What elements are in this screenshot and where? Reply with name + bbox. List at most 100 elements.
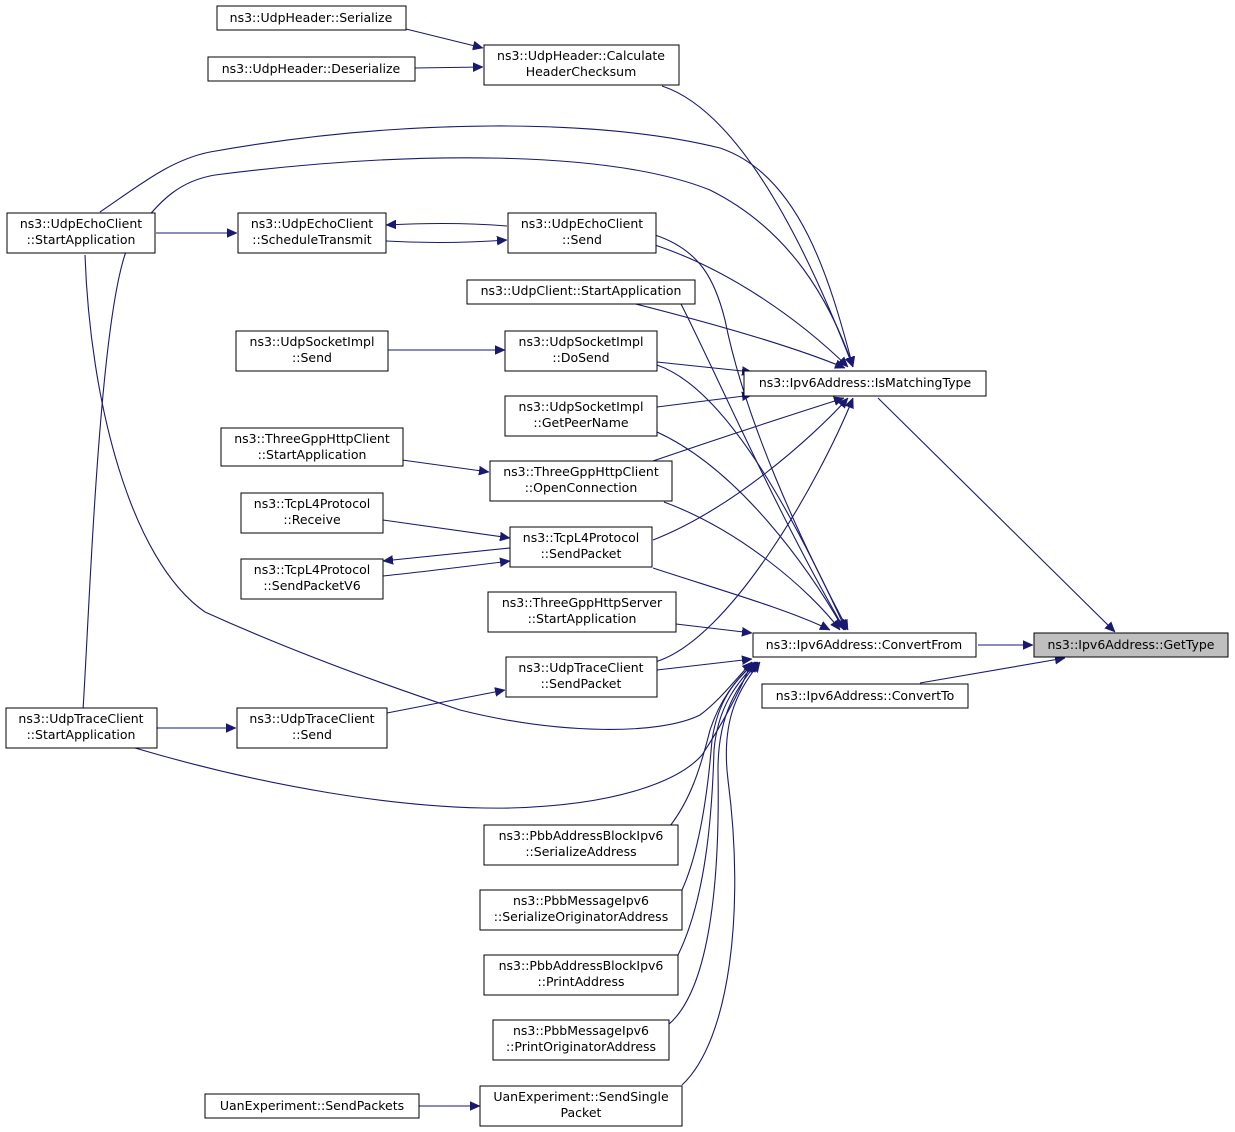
edge-pbbmsgprint-convertfrom	[667, 662, 759, 1026]
node-label: ::PrintOriginatorAddress	[506, 1039, 656, 1054]
node-label: ::SerializeAddress	[525, 844, 636, 859]
edge-tracestart-ismatching	[82, 157, 853, 711]
node-label: ns3::Ipv6Address::GetType	[1048, 637, 1215, 652]
node-label: ns3::ThreeGppHttpServer	[502, 595, 663, 610]
node-label: ::SendPacketV6	[263, 578, 360, 593]
node-label: ns3::TcpL4Protocol	[254, 496, 370, 511]
node-label: ns3::UdpSocketImpl	[250, 334, 375, 349]
node-label: ns3::PbbMessageIpv6	[513, 893, 649, 908]
edge-tracestart-convertfrom	[134, 662, 753, 809]
node-tcp-send-packet[interactable]: ns3::TcpL4Protocol ::SendPacket	[509, 526, 653, 568]
node-label: ns3::UdpEchoClient	[20, 216, 142, 231]
node-label: ::Send	[292, 350, 332, 365]
edge-pbbblockser-convertfrom	[669, 661, 755, 827]
node-udp-socket-impl-peername[interactable]: ns3::UdpSocketImpl ::GetPeerName	[504, 395, 658, 437]
node-udp-header-deserialize[interactable]: ns3::UdpHeader::Deserialize	[207, 56, 416, 82]
node-label: ns3::PbbAddressBlockIpv6	[499, 828, 664, 843]
edge-echosend-echosched	[386, 224, 508, 226]
edge-ismatching-gettype	[877, 397, 1115, 632]
node-udp-client-start[interactable]: ns3::UdpClient::StartApplication	[466, 279, 696, 305]
node-label: ns3::UdpTraceClient	[18, 711, 143, 726]
edge-udpser-udpcalc	[405, 28, 483, 48]
node-udp-socket-impl-send[interactable]: ns3::UdpSocketImpl ::Send	[235, 330, 389, 372]
node-label: ::ScheduleTransmit	[252, 232, 372, 247]
node-udp-socket-impl-dosend[interactable]: ns3::UdpSocketImpl ::DoSend	[504, 330, 658, 372]
node-label: ns3::UdpSocketImpl	[519, 334, 644, 349]
node-pbb-message-print[interactable]: ns3::PbbMessageIpv6 ::PrintOriginatorAdd…	[492, 1019, 670, 1061]
node-http-server-start[interactable]: ns3::ThreeGppHttpServer ::StartApplicati…	[487, 591, 677, 633]
node-label: ns3::ThreeGppHttpClient	[503, 464, 659, 479]
node-label: ns3::UdpEchoClient	[521, 216, 643, 231]
node-http-client-open[interactable]: ns3::ThreeGppHttpClient ::OpenConnection	[489, 460, 673, 502]
edge-echostart-convertfrom	[84, 254, 752, 730]
node-label: Packet	[561, 1105, 602, 1120]
node-tcp-receive[interactable]: ns3::TcpL4Protocol ::Receive	[240, 492, 384, 534]
node-udp-header-serialize[interactable]: ns3::UdpHeader::Serialize	[216, 5, 407, 31]
edge-dosend-convertfrom	[656, 364, 847, 630]
node-get-type[interactable]: ns3::Ipv6Address::GetType	[1033, 632, 1229, 658]
node-tcp-send-packet-v6[interactable]: ns3::TcpL4Protocol ::SendPacketV6	[240, 558, 384, 600]
node-label: ns3::TcpL4Protocol	[254, 562, 370, 577]
node-label: ns3::PbbAddressBlockIpv6	[499, 958, 664, 973]
node-label: ns3::Ipv6Address::IsMatchingType	[759, 375, 972, 390]
nodes: ns3::Ipv6Address::GetType ns3::Ipv6Addre…	[5, 5, 1229, 1127]
node-label: ns3::UdpTraceClient	[249, 711, 374, 726]
edge-uansendsingle-convertfrom	[681, 662, 761, 1086]
node-label: ns3::Ipv6Address::ConvertFrom	[766, 637, 962, 652]
edge-udpclient-convertfrom	[679, 301, 846, 630]
edge-httpserver-convertfrom	[675, 623, 752, 633]
node-udp-trace-client-start[interactable]: ns3::UdpTraceClient ::StartApplication	[5, 707, 158, 749]
edge-tracesendpkt-ismatching	[654, 398, 853, 663]
node-udp-echo-client-schedule[interactable]: ns3::UdpEchoClient ::ScheduleTransmit	[237, 212, 387, 254]
edge-convertto-gettype	[919, 658, 1065, 684]
node-udp-echo-client-send[interactable]: ns3::UdpEchoClient ::Send	[507, 212, 657, 254]
edge-peername-convertfrom	[656, 431, 845, 630]
edge-httpclientstart-open	[401, 459, 489, 472]
node-pbb-message-serialize[interactable]: ns3::PbbMessageIpv6 ::SerializeOriginato…	[479, 889, 683, 931]
edge-tcpsendpkt-convertfrom	[652, 567, 830, 631]
edge-tracesend-tracesendpkt	[386, 690, 505, 714]
node-uan-send-packets[interactable]: UanExperiment::SendPackets	[204, 1093, 420, 1119]
node-label: ns3::UdpHeader::Deserialize	[222, 61, 401, 76]
edge-sendv6-sendpkt	[382, 561, 510, 577]
edge-sendpkt-sendv6	[383, 547, 511, 561]
node-is-matching-type[interactable]: ns3::Ipv6Address::IsMatchingType	[743, 370, 987, 397]
edge-udpcalc-ismatching	[661, 85, 853, 367]
node-udp-trace-client-sendpacket[interactable]: ns3::UdpTraceClient ::SendPacket	[505, 656, 658, 698]
node-label: ns3::PbbMessageIpv6	[513, 1023, 649, 1038]
node-label: ns3::UdpEchoClient	[251, 216, 373, 231]
edge-open-ismatching	[649, 398, 844, 463]
node-label: ::Receive	[283, 512, 341, 527]
node-pbb-block-serialize[interactable]: ns3::PbbAddressBlockIpv6 ::SerializeAddr…	[483, 824, 679, 866]
edge-pbbmsgser-convertfrom	[681, 661, 756, 891]
node-udp-trace-client-send[interactable]: ns3::UdpTraceClient ::Send	[236, 707, 388, 749]
node-label: ns3::ThreeGppHttpClient	[234, 431, 390, 446]
node-http-client-start[interactable]: ns3::ThreeGppHttpClient ::StartApplicati…	[220, 427, 404, 467]
node-label: ::PrintAddress	[538, 974, 625, 989]
node-label: UanExperiment::SendPackets	[220, 1098, 404, 1113]
edge-tcpsendpkt-ismatching	[652, 398, 848, 541]
node-label: ::DoSend	[552, 350, 609, 365]
node-udp-echo-client-start[interactable]: ns3::UdpEchoClient ::StartApplication	[6, 212, 156, 254]
node-pbb-block-print[interactable]: ns3::PbbAddressBlockIpv6 ::PrintAddress	[483, 954, 679, 996]
node-label: ::GetPeerName	[533, 415, 629, 430]
node-label: ns3::UdpClient::StartApplication	[481, 283, 682, 298]
node-label: ::Send	[292, 727, 332, 742]
edge-echostart-ismatching	[99, 125, 853, 367]
edge-tracesendpkt-convertfrom	[656, 659, 752, 671]
node-convert-from[interactable]: ns3::Ipv6Address::ConvertFrom	[752, 632, 977, 658]
node-uan-send-single-packet[interactable]: UanExperiment::SendSingle Packet	[479, 1085, 683, 1127]
node-label: ns3::UdpSocketImpl	[519, 399, 644, 414]
node-convert-to[interactable]: ns3::Ipv6Address::ConvertTo	[761, 683, 969, 709]
edge-peername-ismatching	[656, 395, 752, 408]
node-label: ::StartApplication	[258, 447, 367, 462]
edge-udpdeser-udpcalc	[414, 67, 483, 68]
node-label: ::StartApplication	[27, 727, 136, 742]
edge-pbbblockprint-convertfrom	[677, 662, 757, 956]
node-label: ::SendPacket	[541, 546, 622, 561]
edge-udpclient-ismatching	[619, 299, 845, 368]
node-label: ::SerializeOriginatorAddress	[494, 909, 668, 924]
node-udp-header-calculate-checksum[interactable]: ns3::UdpHeader::Calculate HeaderChecksum	[483, 44, 680, 86]
node-label: ns3::UdpHeader::Calculate	[497, 48, 665, 63]
node-label: ns3::TcpL4Protocol	[523, 530, 639, 545]
